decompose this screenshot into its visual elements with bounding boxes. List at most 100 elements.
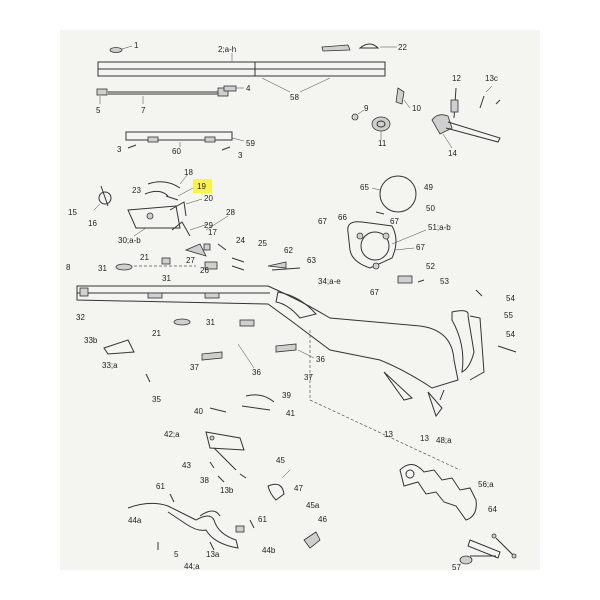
part-51-patchbox[interactable] bbox=[347, 221, 427, 270]
label-67c: 67 bbox=[416, 243, 425, 252]
part-56-hammer-spring[interactable] bbox=[399, 464, 477, 521]
part-32-stock[interactable] bbox=[76, 285, 459, 389]
label-13b: 13 bbox=[420, 434, 429, 443]
label-14: 14 bbox=[448, 149, 457, 158]
label-54b: 54 bbox=[506, 330, 515, 339]
label-33a: 33;a bbox=[102, 361, 118, 370]
label-22: 22 bbox=[398, 43, 407, 52]
part-2-barrel[interactable] bbox=[97, 53, 386, 77]
label-32: 32 bbox=[76, 313, 85, 322]
part-7-ramrod[interactable] bbox=[96, 87, 229, 104]
part-14-hammer[interactable] bbox=[431, 114, 501, 149]
label-57: 57 bbox=[452, 563, 461, 572]
part-52-53-hardware[interactable] bbox=[397, 275, 425, 284]
label-38: 38 bbox=[200, 476, 209, 485]
part-13-48-rod-parts[interactable] bbox=[383, 371, 445, 418]
part-13c-screw[interactable] bbox=[479, 85, 501, 109]
part-20-sear[interactable] bbox=[169, 198, 203, 217]
label-24: 24 bbox=[236, 236, 245, 245]
part-57-ramrod-tip[interactable] bbox=[459, 539, 501, 565]
label-30ab: 30;a-b bbox=[118, 236, 141, 245]
label-17: 17 bbox=[208, 228, 217, 237]
label-54a: 54 bbox=[506, 294, 515, 303]
label-5b: 5 bbox=[174, 550, 179, 559]
label-13a: 13 bbox=[384, 430, 393, 439]
label-42a: 42;a bbox=[164, 430, 180, 439]
label-39: 39 bbox=[282, 391, 291, 400]
part-18-spring[interactable] bbox=[147, 173, 189, 189]
label-49: 49 bbox=[424, 183, 433, 192]
part-3-screws[interactable] bbox=[127, 142, 231, 151]
part-39-41-springs[interactable] bbox=[209, 394, 275, 413]
part-43-38-screws[interactable] bbox=[209, 461, 247, 483]
label-28: 28 bbox=[226, 208, 235, 217]
label-67a: 67 bbox=[318, 217, 327, 226]
part-15-16-tumbler[interactable] bbox=[93, 185, 112, 211]
label-36a: 36 bbox=[252, 368, 261, 377]
label-46: 46 bbox=[318, 515, 327, 524]
part-22-front-sight[interactable] bbox=[321, 43, 397, 52]
label-29: 29 bbox=[204, 221, 213, 230]
label-61a: 61 bbox=[156, 482, 165, 491]
label-1: 1 bbox=[134, 41, 139, 50]
label-9: 9 bbox=[364, 104, 369, 113]
part-21-26-27-31-keys[interactable] bbox=[115, 257, 218, 271]
label-44a: 44a bbox=[128, 516, 142, 525]
label-60: 60 bbox=[172, 147, 181, 156]
part-33-toe-plate[interactable] bbox=[103, 339, 135, 355]
label-13bb: 13b bbox=[220, 486, 234, 495]
part-19-sear-screw[interactable] bbox=[165, 187, 194, 201]
label-36b: 36 bbox=[316, 355, 325, 364]
part-29-28-springs[interactable] bbox=[171, 215, 229, 237]
label-21b: 21 bbox=[152, 329, 161, 338]
label-43: 43 bbox=[182, 461, 191, 470]
label-45a: 45a bbox=[306, 501, 320, 510]
part-12-pin[interactable] bbox=[450, 87, 459, 119]
label-59: 59 bbox=[246, 139, 255, 148]
label-16: 16 bbox=[88, 219, 97, 228]
label-45: 45 bbox=[276, 456, 285, 465]
part-59-trigger-plate[interactable] bbox=[125, 131, 245, 143]
part-21-31-inlays[interactable] bbox=[173, 318, 255, 327]
label-34ae: 34;a-e bbox=[318, 277, 341, 286]
label-37a: 37 bbox=[190, 363, 199, 372]
label-19: 19 bbox=[197, 182, 206, 191]
part-11-bolster[interactable] bbox=[371, 116, 391, 140]
parts-17-24-25-small[interactable] bbox=[184, 243, 301, 271]
part-5-13a-screws[interactable] bbox=[157, 541, 215, 551]
part-23-bridle[interactable] bbox=[144, 190, 169, 197]
parts-diagram-sheet: 1 2;a-h 22 5 7 4 58 9 10 12 13c 11 14 3 … bbox=[60, 30, 540, 572]
part-50-pin[interactable] bbox=[375, 211, 385, 215]
label-53: 53 bbox=[440, 277, 449, 286]
part-55-butt-plate[interactable] bbox=[451, 310, 485, 381]
part-9-screw[interactable] bbox=[351, 109, 365, 121]
label-37b: 37 bbox=[304, 373, 313, 382]
part-4-pin[interactable] bbox=[223, 85, 244, 92]
part-1-screw[interactable] bbox=[109, 45, 133, 53]
part-45-47-trigger[interactable] bbox=[267, 469, 291, 501]
part-54-screws[interactable] bbox=[475, 289, 517, 353]
part-64-screw[interactable] bbox=[491, 533, 517, 559]
part-36-37-escutcheons[interactable] bbox=[201, 343, 315, 369]
label-23: 23 bbox=[132, 186, 141, 195]
label-64: 64 bbox=[488, 505, 497, 514]
part-46-ferrule[interactable] bbox=[303, 531, 321, 549]
label-47: 47 bbox=[294, 484, 303, 493]
label-58: 58 bbox=[290, 93, 299, 102]
label-2ah: 2;a-h bbox=[218, 45, 236, 54]
part-44-guard-assembly[interactable] bbox=[127, 502, 245, 549]
part-30-lockplate[interactable] bbox=[127, 205, 181, 237]
part-61-screws[interactable] bbox=[169, 493, 255, 529]
part-10-nipple[interactable] bbox=[395, 87, 411, 109]
label-3b: 3 bbox=[238, 151, 243, 160]
label-66: 66 bbox=[338, 213, 347, 222]
label-31c: 31 bbox=[206, 318, 215, 327]
label-61b: 61 bbox=[258, 515, 267, 524]
label-41: 41 bbox=[286, 409, 295, 418]
part-58-thimbles[interactable] bbox=[261, 77, 331, 93]
label-10: 10 bbox=[412, 104, 421, 113]
part-42-trigger-guard[interactable] bbox=[205, 431, 245, 471]
part-35-pin[interactable] bbox=[145, 373, 151, 383]
label-31b: 31 bbox=[162, 274, 171, 283]
part-49-cap-disc[interactable] bbox=[371, 175, 417, 213]
